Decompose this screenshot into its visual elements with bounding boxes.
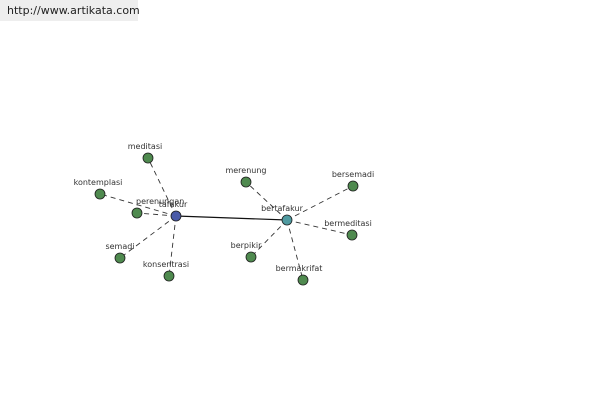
node-bersemadi[interactable] [347, 180, 359, 192]
node-tafakur[interactable] [170, 210, 182, 222]
node-meditasi[interactable] [142, 152, 154, 164]
node-label-bersemadi: bersemadi [332, 170, 374, 179]
edge-tafakur-meditasi [147, 157, 177, 217]
node-label-bertafakur: bertafakur [261, 204, 304, 213]
edge-bertafakur-merenung [245, 181, 288, 221]
node-label-bermakrifat: bermakrifat [276, 264, 323, 273]
node-berpikir[interactable] [245, 251, 257, 263]
node-label-bermeditasi: bermeditasi [324, 219, 372, 228]
edge-bertafakur-bermakrifat [286, 219, 304, 281]
node-semadi[interactable] [114, 252, 126, 264]
edge-tafakur-semadi [119, 215, 177, 259]
node-bertafakur[interactable] [281, 214, 293, 226]
node-label-konsentrasi: konsentrasi [143, 260, 189, 269]
nodes-layer [94, 152, 359, 286]
edges-layer [99, 157, 354, 281]
node-label-semadi: semadi [105, 242, 134, 251]
edge-tafakur-kontemplasi [99, 193, 177, 217]
node-perenungan[interactable] [131, 207, 143, 219]
edge-tafakur-konsentrasi [168, 215, 177, 277]
node-label-meditasi: meditasi [128, 142, 162, 151]
edge-tafakur-bertafakur [175, 215, 288, 221]
node-bermeditasi[interactable] [346, 229, 358, 241]
node-bermakrifat[interactable] [297, 274, 309, 286]
node-label-perenungan: perenungan [136, 197, 184, 206]
node-label-tafakur: tafakur [159, 200, 188, 209]
node-label-berpikir: berpikir [231, 241, 262, 250]
node-kontemplasi[interactable] [94, 188, 106, 200]
edge-tafakur-perenungan [136, 212, 177, 217]
edge-bertafakur-bermeditasi [286, 219, 353, 236]
edge-bertafakur-bersemadi [286, 185, 354, 221]
node-merenung[interactable] [240, 176, 252, 188]
node-konsentrasi[interactable] [163, 270, 175, 282]
labels-layer: tafakur bertafakur meditasi kontemplasi pere… [74, 142, 375, 273]
node-label-merenung: merenung [225, 166, 266, 175]
edge-bertafakur-berpikir [250, 219, 288, 258]
source-url-label[interactable]: http://www.artikata.com [0, 0, 140, 21]
node-label-kontemplasi: kontemplasi [74, 178, 123, 187]
